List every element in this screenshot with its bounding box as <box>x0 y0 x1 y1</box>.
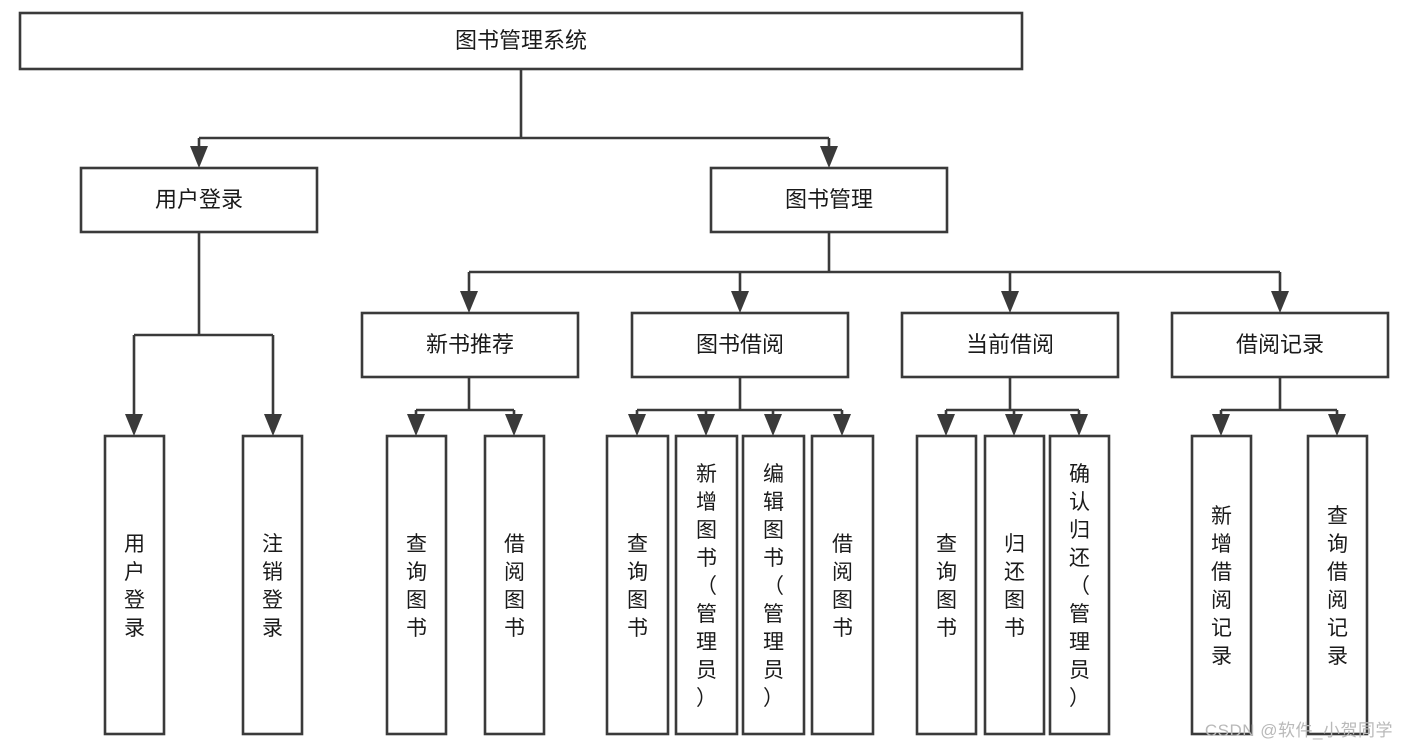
node-leaf-7-rect <box>810 434 875 736</box>
group-3-arrow-0-head <box>1212 414 1230 436</box>
group-2-arrow-0-head <box>937 414 955 436</box>
node-level3-2[interactable]: 当前借阅 <box>900 311 1120 379</box>
node-level3-1-rect <box>630 311 850 379</box>
root-arrow-1-head <box>820 146 838 168</box>
node-level3-1[interactable]: 图书借阅 <box>630 311 850 379</box>
node-leaf-5[interactable]: 新增图书（管理员） <box>674 434 739 736</box>
connector-layer <box>125 69 1346 436</box>
node-leaf-12[interactable]: 查询借阅记录 <box>1306 434 1369 736</box>
group-0-arrow-0-head <box>407 414 425 436</box>
node-leaf-8-rect <box>915 434 978 736</box>
node-leaf-3-label: 借阅图书 <box>504 533 525 640</box>
login-arrow-1-head <box>264 414 282 436</box>
node-leaf-11-label: 新增借阅记录 <box>1211 505 1232 668</box>
node-leaf-12-rect <box>1306 434 1369 736</box>
node-leaf-3-rect <box>483 434 546 736</box>
group-1-arrow-2-head <box>764 414 782 436</box>
node-leaf-10-label: 确认归还（管理员） <box>1069 463 1090 710</box>
node-level2-1-rect <box>709 166 949 234</box>
group-2-arrow-2-head <box>1070 414 1088 436</box>
node-leaf-6-label: 编辑图书（管理员） <box>763 463 784 710</box>
node-leaf-6[interactable]: 编辑图书（管理员） <box>741 434 806 736</box>
group-1-arrow-3-head <box>833 414 851 436</box>
node-level2-1[interactable]: 图书管理 <box>709 166 949 234</box>
login-arrow-0-head <box>125 414 143 436</box>
node-leaf-2-label: 查询图书 <box>406 533 427 640</box>
node-leaf-11-rect <box>1190 434 1253 736</box>
node-level3-2-label: 当前借阅 <box>966 332 1054 357</box>
node-leaf-6-rect <box>741 434 806 736</box>
node-leaf-2[interactable]: 查询图书 <box>385 434 448 736</box>
manage-arrow-3-head <box>1271 291 1289 313</box>
node-level3-3[interactable]: 借阅记录 <box>1170 311 1390 379</box>
node-leaf-9-rect <box>983 434 1046 736</box>
node-leaf-5-rect <box>674 434 739 736</box>
node-leaf-11[interactable]: 新增借阅记录 <box>1190 434 1253 736</box>
node-leaf-8[interactable]: 查询图书 <box>915 434 978 736</box>
node-root-system-rect <box>18 11 1024 71</box>
watermark-text: CSDN @软件_小贺同学 <box>1204 721 1393 740</box>
node-leaf-2-rect <box>385 434 448 736</box>
node-leaf-7[interactable]: 借阅图书 <box>810 434 875 736</box>
group-1-arrow-1-head <box>697 414 715 436</box>
node-level2-0[interactable]: 用户登录 <box>79 166 319 234</box>
node-level3-0-rect <box>360 311 580 379</box>
group-0-arrow-1-head <box>505 414 523 436</box>
group-2-arrow-1-head <box>1005 414 1023 436</box>
manage-arrow-0-head <box>460 291 478 313</box>
root-arrow-0-head <box>190 146 208 168</box>
node-leaf-0-label: 用户登录 <box>124 533 145 640</box>
node-leaf-9-label: 归还图书 <box>1004 533 1025 640</box>
node-level2-0-label: 用户登录 <box>155 187 243 212</box>
node-leaf-1-rect <box>241 434 304 736</box>
node-leaf-10[interactable]: 确认归还（管理员） <box>1048 434 1111 736</box>
manage-arrow-1-head <box>731 291 749 313</box>
node-leaf-1[interactable]: 注销登录 <box>241 434 304 736</box>
node-leaf-8-label: 查询图书 <box>936 533 957 640</box>
node-level3-3-label: 借阅记录 <box>1236 332 1324 357</box>
node-root-system-label: 图书管理系统 <box>455 28 587 53</box>
node-leaf-10-rect <box>1048 434 1111 736</box>
manage-arrow-2-head <box>1001 291 1019 313</box>
node-level3-0-label: 新书推荐 <box>426 332 514 357</box>
node-leaf-7-label: 借阅图书 <box>832 533 853 640</box>
node-leaf-0[interactable]: 用户登录 <box>103 434 166 736</box>
node-layer: 图书管理系统用户登录图书管理新书推荐图书借阅当前借阅借阅记录用户登录注销登录查询… <box>18 11 1390 736</box>
node-leaf-4-rect <box>605 434 670 736</box>
node-level3-0[interactable]: 新书推荐 <box>360 311 580 379</box>
node-level2-0-rect <box>79 166 319 234</box>
node-level2-1-label: 图书管理 <box>785 187 873 212</box>
group-3-arrow-1-head <box>1328 414 1346 436</box>
node-root-system[interactable]: 图书管理系统 <box>18 11 1024 71</box>
node-leaf-3[interactable]: 借阅图书 <box>483 434 546 736</box>
node-leaf-5-label: 新增图书（管理员） <box>696 463 717 710</box>
node-leaf-9[interactable]: 归还图书 <box>983 434 1046 736</box>
node-leaf-4[interactable]: 查询图书 <box>605 434 670 736</box>
node-level3-1-label: 图书借阅 <box>696 332 784 357</box>
node-leaf-0-rect <box>103 434 166 736</box>
node-leaf-12-label: 查询借阅记录 <box>1327 505 1348 668</box>
node-level3-2-rect <box>900 311 1120 379</box>
node-leaf-4-label: 查询图书 <box>627 533 648 640</box>
node-leaf-1-label: 注销登录 <box>262 533 283 640</box>
node-level3-3-rect <box>1170 311 1390 379</box>
group-1-arrow-0-head <box>628 414 646 436</box>
